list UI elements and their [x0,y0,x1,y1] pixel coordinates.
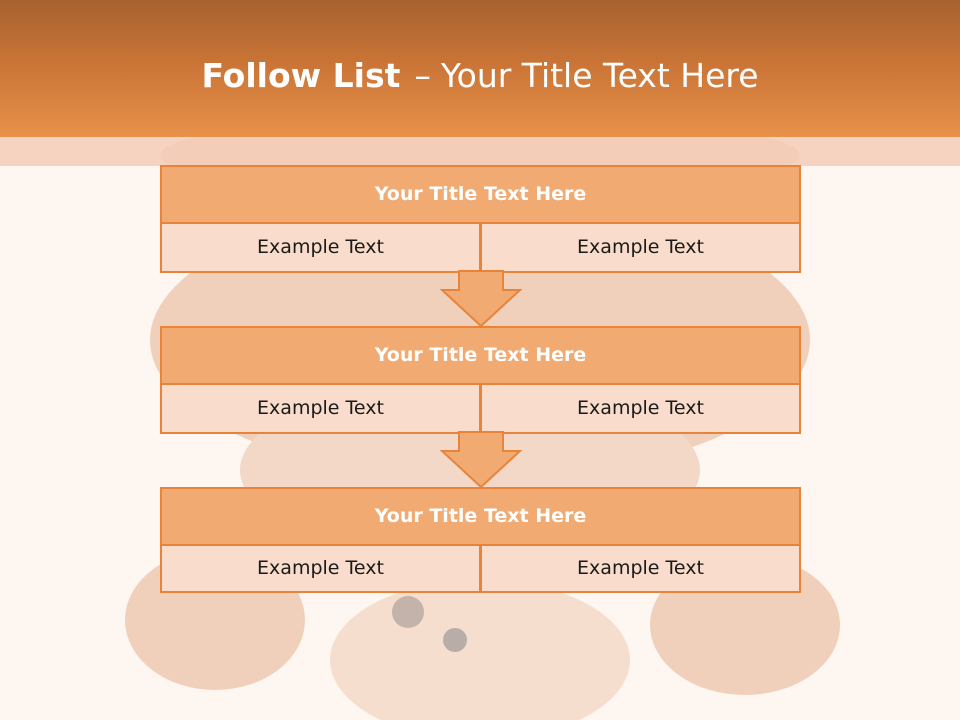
header-strip [0,137,960,166]
block-cell-left[interactable]: Example Text [160,544,481,593]
slide-title-separator: – [414,56,431,95]
block-cell-right[interactable]: Example Text [480,222,801,273]
slide-title-rest: Your Title Text Here [440,56,759,95]
down-arrow-icon [440,270,522,328]
block-title[interactable]: Your Title Text Here [160,165,801,224]
slide-title: Follow List–Your Title Text Here [0,52,960,100]
down-arrow-icon [440,431,522,489]
block-title[interactable]: Your Title Text Here [160,326,801,385]
block-cell-left[interactable]: Example Text [160,383,481,434]
block-title[interactable]: Your Title Text Here [160,487,801,546]
header-banner [0,0,960,137]
block-cell-right[interactable]: Example Text [480,383,801,434]
slide-title-bold: Follow List [201,56,401,95]
block-cell-right[interactable]: Example Text [480,544,801,593]
block-cell-left[interactable]: Example Text [160,222,481,273]
